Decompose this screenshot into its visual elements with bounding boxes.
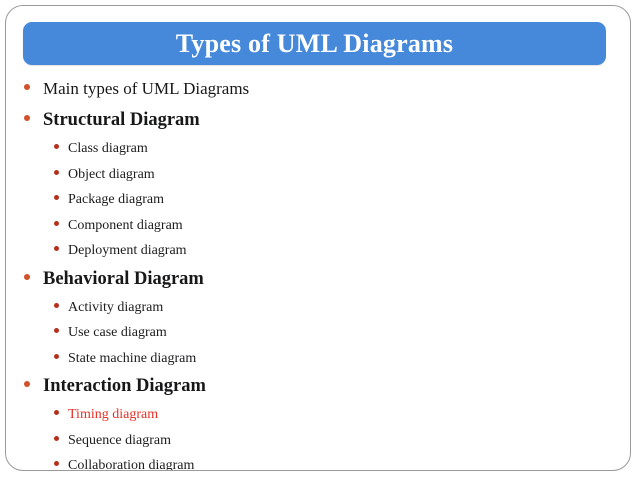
bullet-icon <box>54 461 59 466</box>
bullet-icon <box>54 302 59 308</box>
slide-canvas: Types of UML Diagrams Main types of UML … <box>5 5 631 471</box>
outline-item-label: Object diagram <box>68 166 155 182</box>
outline-item-label: Timing diagram <box>68 407 159 422</box>
bullet-icon <box>54 328 59 333</box>
outline-item-label: Sequence diagram <box>68 432 172 448</box>
outline-item-label: Activity diagram <box>68 299 164 315</box>
outline-item[interactable]: Behavioral Diagram <box>6 268 630 301</box>
outline-subitem[interactable]: Timing diagram <box>6 407 630 434</box>
outline-item-label: Main types of UML Diagrams <box>43 79 250 98</box>
outline-item-label: Collaboration diagram <box>68 458 195 471</box>
outline-item-label: Package diagram <box>68 192 165 207</box>
bullet-icon <box>54 353 59 359</box>
bullet-icon <box>54 220 59 226</box>
outline-item-label: Deployment diagram <box>68 243 187 258</box>
outline-item[interactable]: Structural Diagram <box>6 110 630 142</box>
outline-subitem[interactable]: Collaboration diagram <box>6 458 630 471</box>
outline-subitem[interactable]: Component diagram <box>6 217 630 245</box>
slide-title-bar: Types of UML Diagrams <box>23 22 606 65</box>
outline-subitem[interactable]: Use case diagram <box>6 325 630 352</box>
bullet-icon <box>54 246 59 251</box>
bullet-icon <box>54 410 59 415</box>
bullet-icon <box>24 273 30 280</box>
bullet-icon <box>24 381 30 387</box>
outline-subitem[interactable]: Deployment diagram <box>6 243 630 270</box>
outline-subitem[interactable]: Sequence diagram <box>6 432 630 460</box>
outline-item-label: Use case diagram <box>68 325 167 340</box>
outline-item-label: Component diagram <box>68 217 183 233</box>
outline-item-label: State machine diagram <box>68 350 197 366</box>
page-title: Types of UML Diagrams <box>175 28 454 58</box>
bullet-icon <box>24 115 30 121</box>
outline-subitem[interactable]: Object diagram <box>6 166 630 194</box>
outline-subitem[interactable]: Class diagram <box>6 141 630 168</box>
outline-item-label: Structural Diagram <box>43 110 200 130</box>
outline-item[interactable]: Interaction Diagram <box>6 376 630 408</box>
bullet-icon <box>54 144 59 149</box>
outline-item[interactable]: Main types of UML Diagrams <box>6 79 630 111</box>
outline-subitem[interactable]: State machine diagram <box>6 350 630 378</box>
outline-item-label: Class diagram <box>68 141 148 156</box>
bullet-icon <box>24 84 30 90</box>
bullet-icon <box>54 435 59 441</box>
outline-item-label: Interaction Diagram <box>43 376 206 396</box>
bullet-icon <box>54 195 59 200</box>
outline-subitem[interactable]: Package diagram <box>6 192 630 219</box>
outline-subitem[interactable]: Activity diagram <box>6 299 630 327</box>
bullet-icon <box>54 169 59 175</box>
outline-item-label: Behavioral Diagram <box>43 268 204 289</box>
